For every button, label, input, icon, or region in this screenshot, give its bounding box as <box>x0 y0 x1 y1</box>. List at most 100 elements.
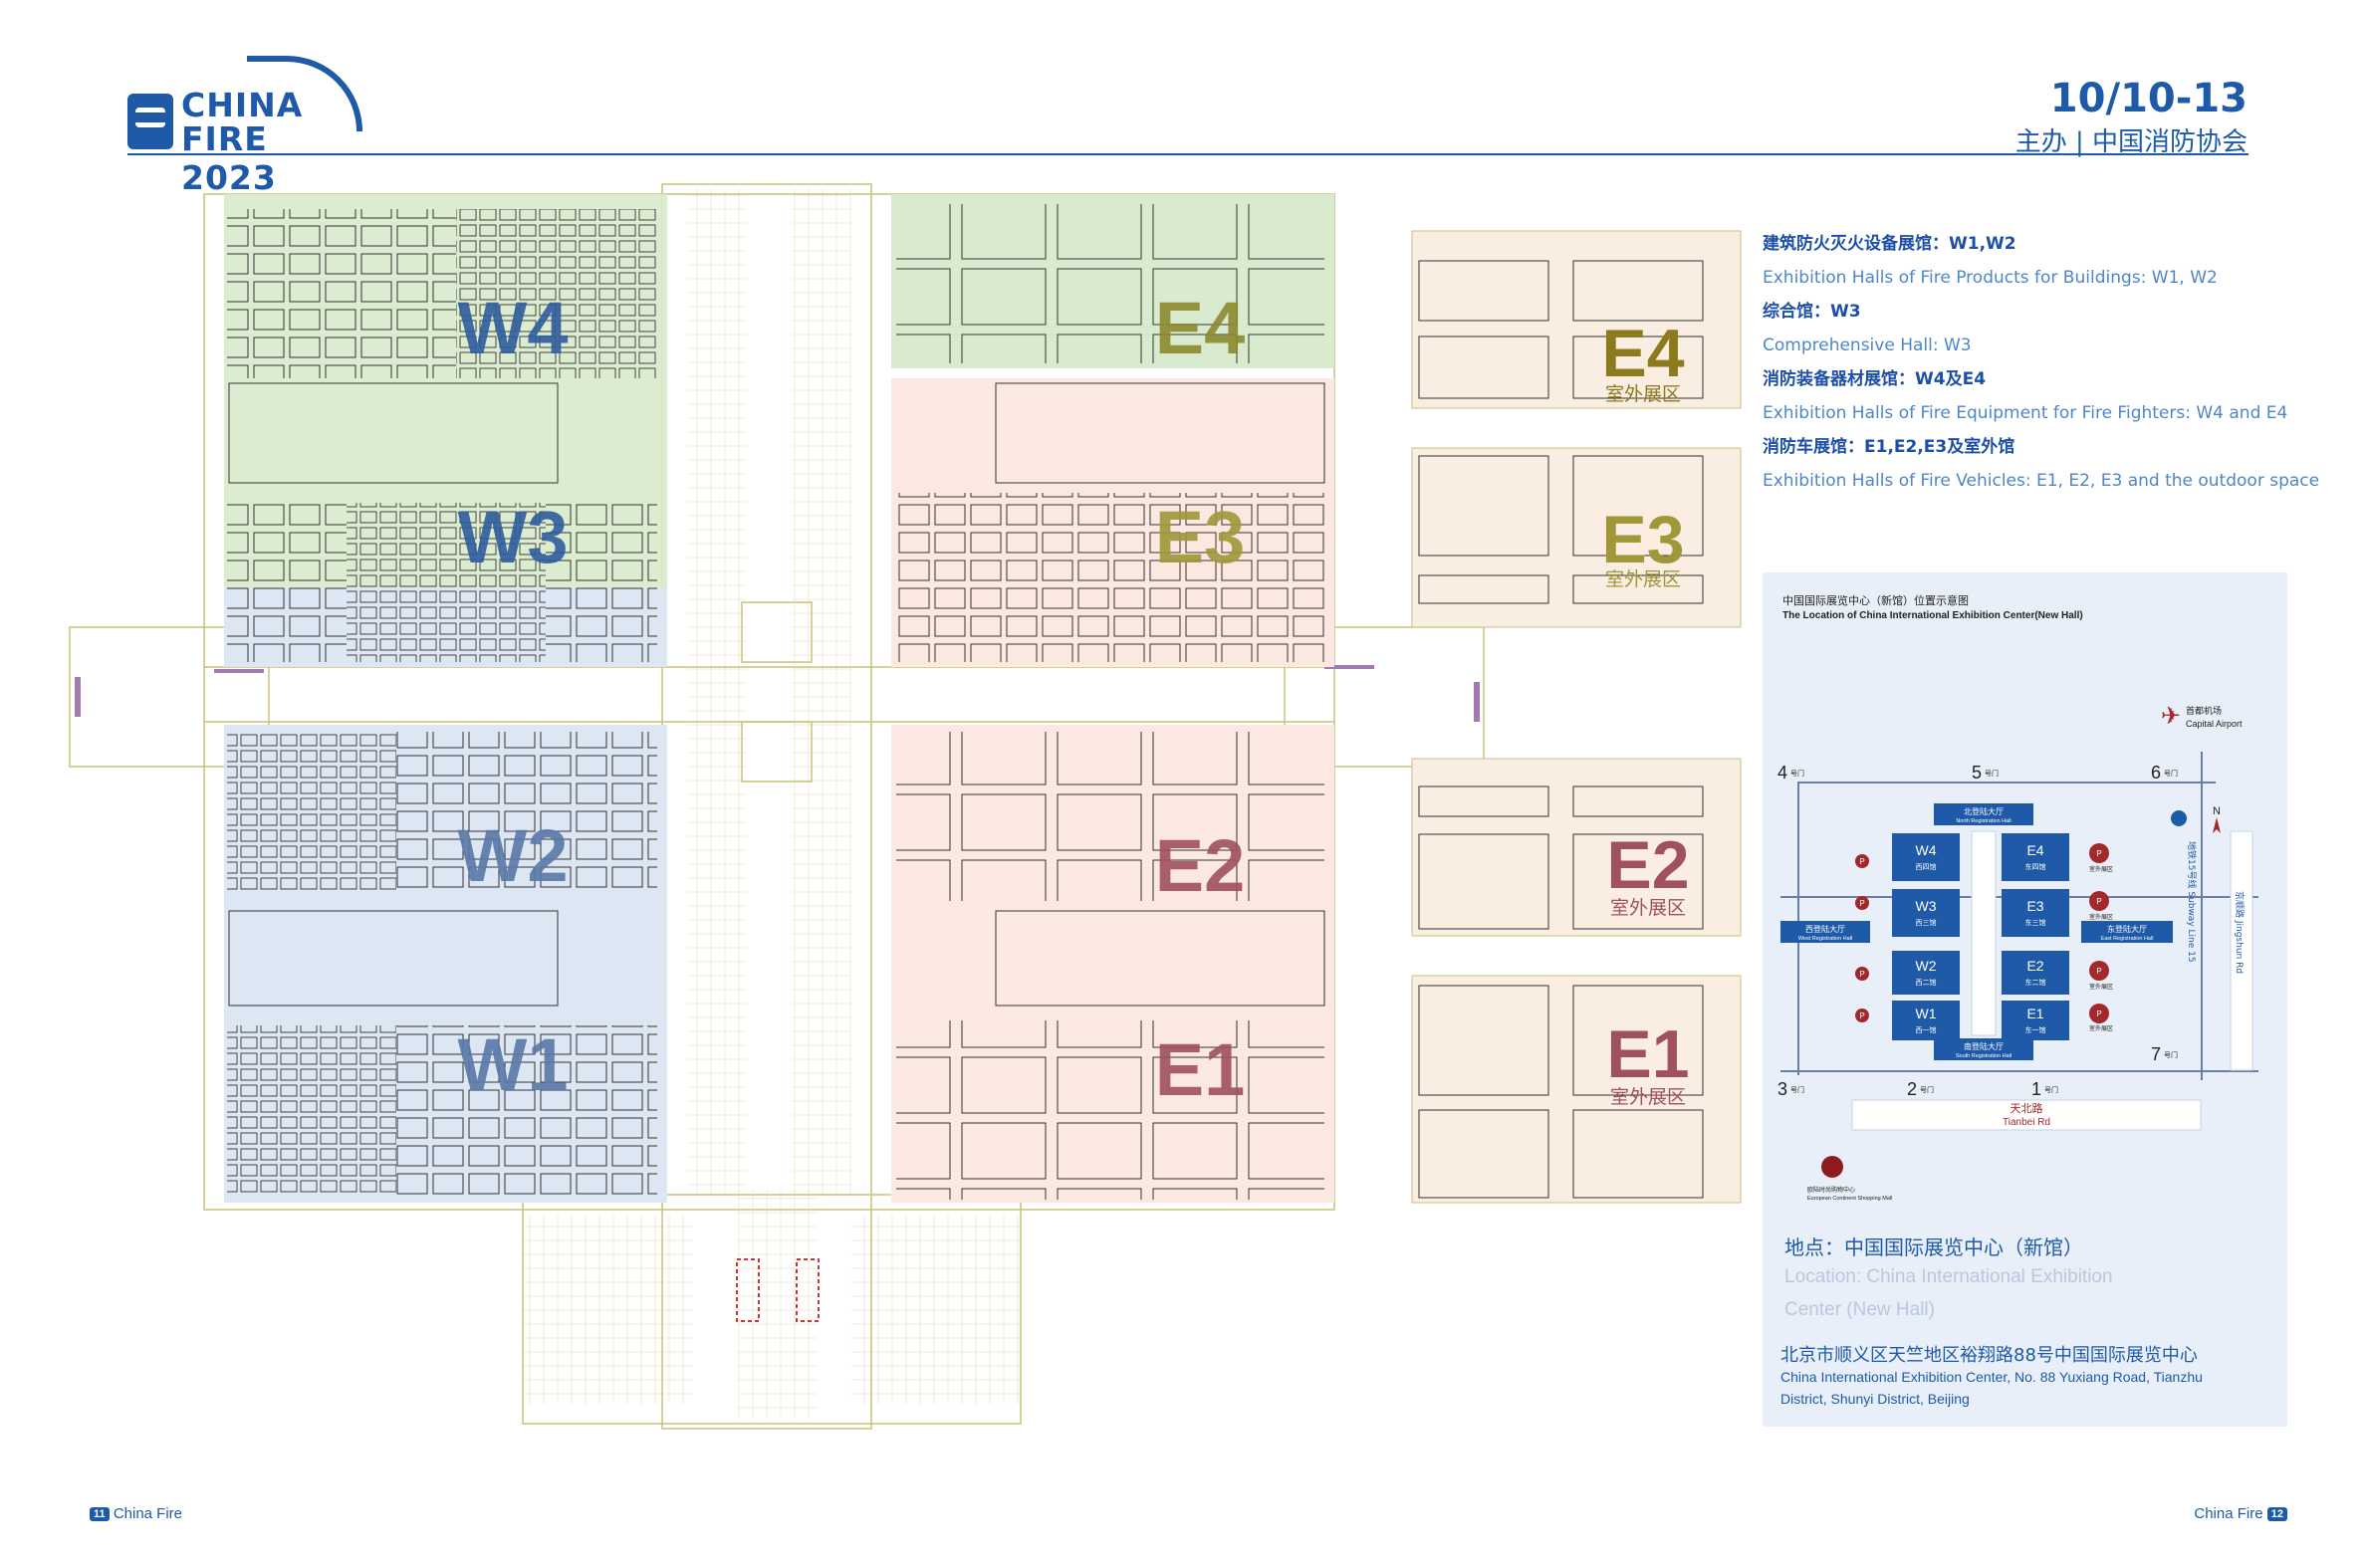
event-date-block: 10/10-13 主办 | 中国消防协会 <box>2015 76 2248 158</box>
address-en-1: China International Exhibition Center, N… <box>1780 1369 2203 1385</box>
mini-hall-E4 <box>2002 833 2069 881</box>
outdoor-space-labels: 室外展区 室外展区 室外展区 室外展区 <box>2089 865 2113 1032</box>
logo-text-line1: CHINA <box>181 86 304 124</box>
hall-label-E2: E2 <box>1155 824 1246 907</box>
location-map-title-cn: 中国国际展览中心（新馆）位置示意图 <box>1782 594 1969 607</box>
legend-item-en: Comprehensive Hall: W3 <box>1763 336 1972 355</box>
hall-E1-area <box>891 1013 1334 1203</box>
mini-hall-cn: 西四馆 <box>1916 862 1937 871</box>
gate-number: 2 <box>1907 1079 1917 1099</box>
south-reg-en: South Registration Hall <box>1956 1053 2012 1059</box>
north-reg-en: North Registration Hall <box>1956 818 2011 824</box>
hall-labels: W4 W3 W2 W1 E4 E3 E2 E1 E4 室外展区 E3 室外展区 … <box>458 287 1690 1111</box>
gate-number: 7 <box>2151 1044 2161 1064</box>
gate-number: 6 <box>2151 763 2161 783</box>
mini-hall-W4 <box>1892 833 1960 881</box>
hall-W4-area <box>224 194 667 498</box>
hall-label-W3: W3 <box>458 496 569 578</box>
west-reg-en: West Registration Hall <box>1798 936 1852 942</box>
parking-label: P <box>1859 899 1864 908</box>
outdoor-space-cn: 室外展区 <box>2089 865 2113 873</box>
hall-E4-area <box>891 194 1334 368</box>
mini-hall-cn: 东三馆 <box>2025 918 2046 927</box>
gate-cn: 号门 <box>2044 1085 2058 1094</box>
west-registration-hall <box>1780 921 1870 943</box>
parking-label: P <box>1859 970 1864 979</box>
entrance-markers <box>75 665 1480 1322</box>
outdoor-booths <box>1418 260 1704 1199</box>
mini-hall-cn: 西三馆 <box>1916 918 1937 927</box>
jingshun-road <box>2230 830 2253 1071</box>
gate-cn: 号门 <box>2164 1050 2178 1059</box>
hall-W3-area <box>224 498 667 667</box>
mini-hall-cn: 东二馆 <box>2025 978 2046 987</box>
mini-hall-E2 <box>2002 951 2069 995</box>
legend-item-cn: 综合馆：W3 <box>1763 302 1861 322</box>
outdoor-label-E2: E2 <box>1606 827 1689 903</box>
hall-label-E4: E4 <box>1155 287 1246 369</box>
legend-item-en: Exhibition Halls of Fire Equipment for F… <box>1763 403 2288 423</box>
parking-markers: P P P P P P P P <box>1855 843 2109 1023</box>
airport-en: Capital Airport <box>2186 719 2243 729</box>
airport-cn: 首都机场 <box>2186 705 2222 717</box>
road-south <box>1780 1070 2258 1072</box>
legend-item-cn: 建筑防火灭火设备展馆：W1,W2 <box>1763 234 2016 254</box>
hall-W2-area <box>224 725 667 1013</box>
mini-halls: W4 西四馆 W3 西三馆 W2 西二馆 W1 西一馆 E4 东四馆 E3 东三… <box>1892 833 2069 1040</box>
outdoor-sublabel-E3: 室外展区 <box>1605 568 1681 590</box>
east-reg-en: East Registration Hall <box>2101 936 2154 942</box>
shopping-mall-icon <box>1821 1156 1843 1178</box>
gate-number: 4 <box>1777 763 1787 783</box>
hall-label-E3: E3 <box>1155 496 1246 578</box>
gate-cn: 号门 <box>1985 769 1999 778</box>
mini-hall-W1 <box>1892 1001 1960 1040</box>
hall-legend: 建筑防火灭火设备展馆：W1,W2 Exhibition Halls of Fir… <box>1763 227 2320 498</box>
hall-E3-area <box>891 378 1334 667</box>
jingshun-road-label: 京顺路 Jingshun Rd <box>2234 891 2246 974</box>
gate-cn: 号门 <box>2164 769 2178 778</box>
footer-right: China Fire 12 <box>2194 1505 2287 1522</box>
location-label-en-2: Center (New Hall) <box>1784 1299 1935 1320</box>
subway-icon <box>2171 810 2187 826</box>
parking-label: P <box>2096 1009 2101 1018</box>
parking-label: P <box>2096 967 2101 976</box>
event-dates: 10/10-13 <box>2049 76 2248 121</box>
hall-label-W2: W2 <box>458 814 569 897</box>
parking-icon <box>1855 854 1869 868</box>
address-en-2: District, Shunyi District, Beijing <box>1780 1391 1970 1407</box>
legend-item-en: Exhibition Halls of Fire Products for Bu… <box>1763 268 2218 288</box>
location-panel: 中国国际展览中心（新馆）位置示意图 The Location of China … <box>1763 572 2287 1427</box>
tianbei-road-en: Tianbei Rd <box>2003 1117 2050 1128</box>
address-cn: 北京市顺义区天竺地区裕翔路88号中国国际展览中心 <box>1780 1345 2198 1366</box>
tianbei-road-cn: 天北路 <box>2011 1102 2043 1115</box>
footer-left: 11 China Fire <box>90 1505 182 1522</box>
legend-item-en: Exhibition Halls of Fire Vehicles: E1, E… <box>1763 471 2320 491</box>
footer-right-text: China Fire <box>2194 1505 2263 1522</box>
west-reg-cn: 西登陆大厅 <box>1805 924 1845 934</box>
outdoor-space-cn: 室外展区 <box>2089 913 2113 921</box>
parking-icon <box>2089 961 2109 981</box>
outdoor-areas <box>1411 230 1742 1204</box>
organizer: 主办 | 中国消防协会 <box>2014 127 2248 157</box>
mini-hall-label: W1 <box>1916 1006 1937 1021</box>
mini-hall-label: E2 <box>2026 958 2043 974</box>
legend-item-cn: 消防装备器材展馆：W4及E4 <box>1763 369 1987 389</box>
gate-number: 1 <box>2031 1079 2041 1099</box>
mall-en: European Continent Shopping Mall <box>1807 1196 1892 1202</box>
parking-label: P <box>2096 897 2101 906</box>
outdoor-sublabel-E1: 室外展区 <box>1610 1086 1686 1108</box>
parking-icon <box>1855 1008 1869 1022</box>
parking-icon <box>2089 891 2109 911</box>
mini-hall-label: E1 <box>2026 1006 2043 1021</box>
road-east <box>2201 752 2203 1080</box>
gate-cn: 号门 <box>1790 1085 1804 1094</box>
mini-hall-cn: 西一馆 <box>1916 1025 1937 1034</box>
mini-hall-cn: 西二馆 <box>1916 978 1937 987</box>
subway-label: 地铁15号线 Subway Line 15 <box>2186 841 2198 963</box>
outdoor-sublabel-E2: 室外展区 <box>1610 897 1686 919</box>
road-north <box>1797 782 2216 784</box>
east-registration-hall <box>2081 921 2173 943</box>
header-divider <box>127 153 2249 155</box>
north-reg-cn: 北登陆大厅 <box>1964 806 2004 816</box>
gate-number: 5 <box>1972 763 1982 783</box>
